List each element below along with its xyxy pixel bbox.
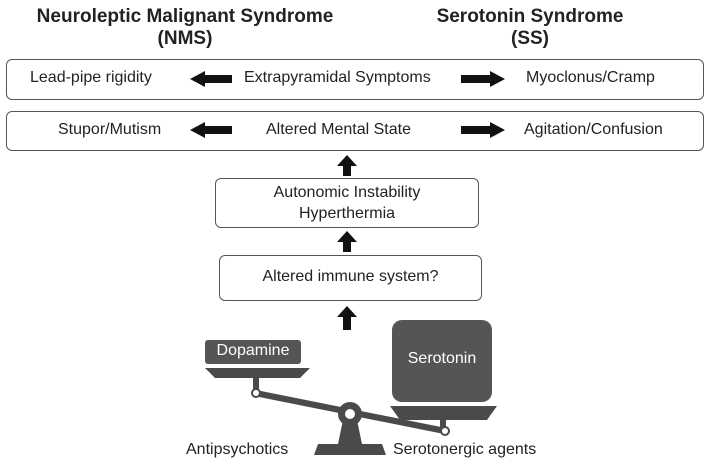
dopamine-weight (205, 340, 301, 364)
balance-scale (205, 320, 497, 455)
autonomic-box (215, 178, 479, 228)
up-arrow-2 (337, 231, 357, 252)
left-arrow-row2 (190, 122, 232, 138)
stupor-mutism-text: Stupor/Mutism (58, 121, 162, 138)
serotonin-weight (392, 320, 492, 402)
right-pan (390, 406, 497, 420)
nms-heading: Neuroleptic Malignant Syndrome (NMS) (0, 6, 370, 50)
ss-abbr: (SS) (511, 28, 549, 49)
lead-pipe-rigidity-text: Lead-pipe rigidity (30, 69, 152, 86)
extrapyramidal-symptoms-text: Extrapyramidal Symptoms (244, 69, 431, 86)
serotonin-label: Serotonin (407, 350, 477, 367)
agitation-confusion-text: Agitation/Confusion (524, 121, 663, 138)
mental-state-row-box (6, 111, 704, 151)
serotonergic-agents-label: Serotonergic agents (393, 441, 537, 458)
myoclonus-cramp-text: Myoclonus/Cramp (526, 69, 655, 86)
dopamine-label: Dopamine (216, 342, 290, 359)
autonomic-instability-text: Autonomic Instability (273, 184, 421, 201)
ss-title: Serotonin Syndrome (436, 6, 624, 27)
right-arrow-row1 (461, 71, 505, 87)
nms-abbr: (NMS) (157, 28, 213, 49)
nms-title: Neuroleptic Malignant Syndrome (36, 6, 334, 27)
ss-heading: Serotonin Syndrome (SS) (400, 6, 660, 50)
extrapyramidal-row-box (6, 59, 704, 100)
scale-stand (338, 420, 362, 444)
up-arrow-3 (337, 306, 357, 330)
altered-mental-state-text: Altered Mental State (266, 121, 411, 138)
hyperthermia-text: Hyperthermia (298, 205, 396, 222)
altered-immune-system-text: Altered immune system? (262, 268, 439, 285)
right-arrow-row2 (461, 122, 505, 138)
antipsychotics-label: Antipsychotics (186, 441, 289, 458)
left-pan (205, 368, 310, 378)
immune-box (219, 255, 482, 301)
left-arrow-row1 (190, 71, 232, 87)
up-arrow-1 (337, 155, 357, 176)
